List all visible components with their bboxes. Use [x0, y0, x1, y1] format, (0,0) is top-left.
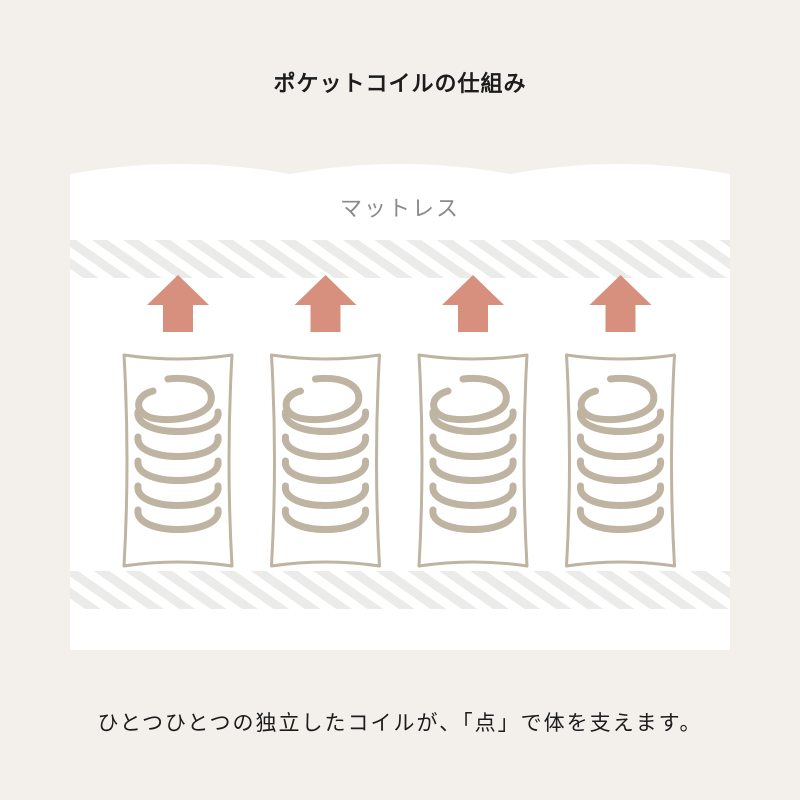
- caption: ひとつひとつの独立したコイルが、「点」で体を支えます。: [97, 711, 703, 735]
- upper-padding-layer: [70, 240, 730, 278]
- mattress-body: [70, 164, 730, 650]
- page-title: ポケットコイルの仕組み: [273, 72, 527, 97]
- spring-coil: [282, 374, 369, 533]
- spring-coil: [577, 374, 664, 533]
- upward-arrow-icon: [147, 275, 209, 332]
- upward-arrow-icon: [294, 275, 357, 332]
- spring-coil: [134, 374, 222, 533]
- lower-padding-layer: [70, 571, 730, 609]
- upward-arrow-icon: [589, 275, 652, 332]
- upward-arrow-icon: [442, 275, 504, 332]
- spring-coil: [429, 374, 517, 533]
- mattress-label: マットレス: [339, 197, 460, 222]
